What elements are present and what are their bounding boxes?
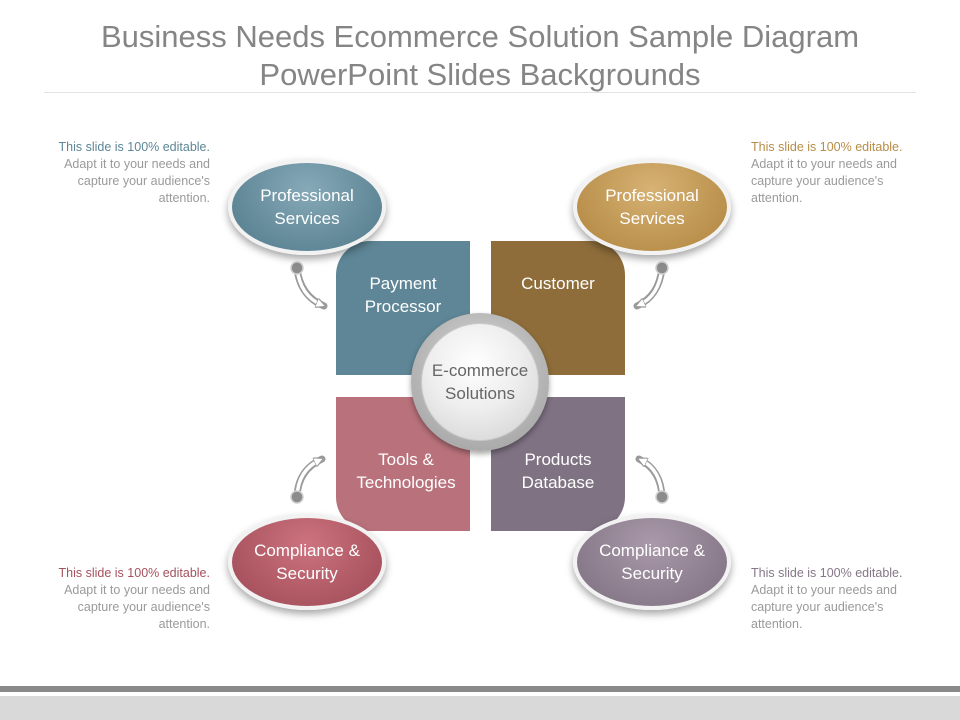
note-bottom-left-lead: This slide is 100% editable. bbox=[58, 566, 210, 580]
quadrant-payment-processor-line-2: Processor bbox=[364, 297, 442, 316]
note-bottom-right-body: Adapt it to your needs and capture your … bbox=[751, 583, 897, 631]
ellipse-top-left-line-1: Professional bbox=[260, 186, 354, 205]
connector-top-left-dot bbox=[290, 261, 304, 275]
note-top-right: This slide is 100% editable. Adapt it to… bbox=[751, 139, 931, 207]
ellipse-bottom-right-line-1: Compliance & bbox=[599, 541, 705, 560]
ellipse-bottom-left bbox=[228, 514, 386, 610]
footer-band bbox=[0, 696, 960, 720]
note-bottom-right-lead: This slide is 100% editable. bbox=[751, 566, 903, 580]
slide-title-line-2: PowerPoint Slides Backgrounds bbox=[259, 57, 701, 92]
connector-top-right-dot bbox=[655, 261, 669, 275]
ellipse-top-right-line-2: Services bbox=[619, 209, 685, 228]
note-top-left: This slide is 100% editable. Adapt it to… bbox=[30, 139, 210, 207]
slide-title-line-1: Business Needs Ecommerce Solution Sample… bbox=[100, 19, 860, 54]
quadrant-products-database-label: Products Database bbox=[493, 448, 623, 494]
note-top-left-lead: This slide is 100% editable. bbox=[58, 140, 210, 154]
ellipse-bottom-left-line-2: Security bbox=[276, 564, 338, 583]
connector-bottom-left-dot bbox=[290, 490, 304, 504]
ellipse-bottom-right bbox=[573, 514, 731, 610]
quadrant-products-database-line-2: Database bbox=[521, 473, 595, 492]
ellipse-bottom-left-line-1: Compliance & bbox=[254, 541, 360, 560]
center-hub-inner bbox=[421, 323, 539, 441]
center-hub-line-2: Solutions bbox=[445, 384, 515, 403]
quadrant-customer-label: Customer bbox=[493, 272, 623, 295]
center-hub bbox=[411, 313, 549, 451]
note-bottom-right: This slide is 100% editable. Adapt it to… bbox=[751, 565, 931, 633]
ellipse-bottom-left-label: Compliance & Security bbox=[228, 539, 386, 585]
quadrant-tools-technologies-line-2: Technologies bbox=[356, 473, 456, 492]
ellipse-top-right bbox=[573, 159, 731, 255]
connector-bottom-right-dot bbox=[655, 490, 669, 504]
connector-bottom-left bbox=[290, 455, 326, 504]
ellipse-top-left-line-2: Services bbox=[274, 209, 340, 228]
ellipse-top-left-label: Professional Services bbox=[228, 184, 386, 230]
note-bottom-left: This slide is 100% editable. Adapt it to… bbox=[30, 565, 210, 633]
connector-bottom-right bbox=[635, 455, 669, 504]
note-bottom-left-body: Adapt it to your needs and capture your … bbox=[64, 583, 210, 631]
connector-top-right bbox=[633, 261, 669, 310]
ellipse-top-right-line-1: Professional bbox=[605, 186, 699, 205]
ellipse-bottom-right-line-2: Security bbox=[621, 564, 683, 583]
ellipse-bottom-right-label: Compliance & Security bbox=[573, 539, 731, 585]
ellipse-top-left bbox=[228, 159, 386, 255]
center-hub-label: E-commerce Solutions bbox=[411, 359, 549, 405]
quadrant-tools-technologies-label: Tools & Technologies bbox=[341, 448, 471, 494]
quadrant-customer-line-1: Customer bbox=[521, 274, 595, 293]
connector-top-left bbox=[290, 261, 328, 310]
title-divider bbox=[44, 92, 916, 93]
note-top-right-lead: This slide is 100% editable. bbox=[751, 140, 903, 154]
ellipse-top-right-label: Professional Services bbox=[573, 184, 731, 230]
quadrant-payment-processor-label: Payment Processor bbox=[338, 272, 468, 318]
center-hub-line-1: E-commerce bbox=[431, 361, 529, 380]
slide-title: Business Needs Ecommerce Solution Sample… bbox=[40, 18, 920, 94]
note-top-right-body: Adapt it to your needs and capture your … bbox=[751, 157, 897, 205]
quadrant-payment-processor-line-1: Payment bbox=[369, 274, 437, 293]
note-top-left-body: Adapt it to your needs and capture your … bbox=[64, 157, 210, 205]
quadrant-products-database-line-1: Products bbox=[524, 450, 592, 469]
footer-bar bbox=[0, 686, 960, 692]
quadrant-tools-technologies-line-1: Tools & bbox=[378, 450, 434, 469]
